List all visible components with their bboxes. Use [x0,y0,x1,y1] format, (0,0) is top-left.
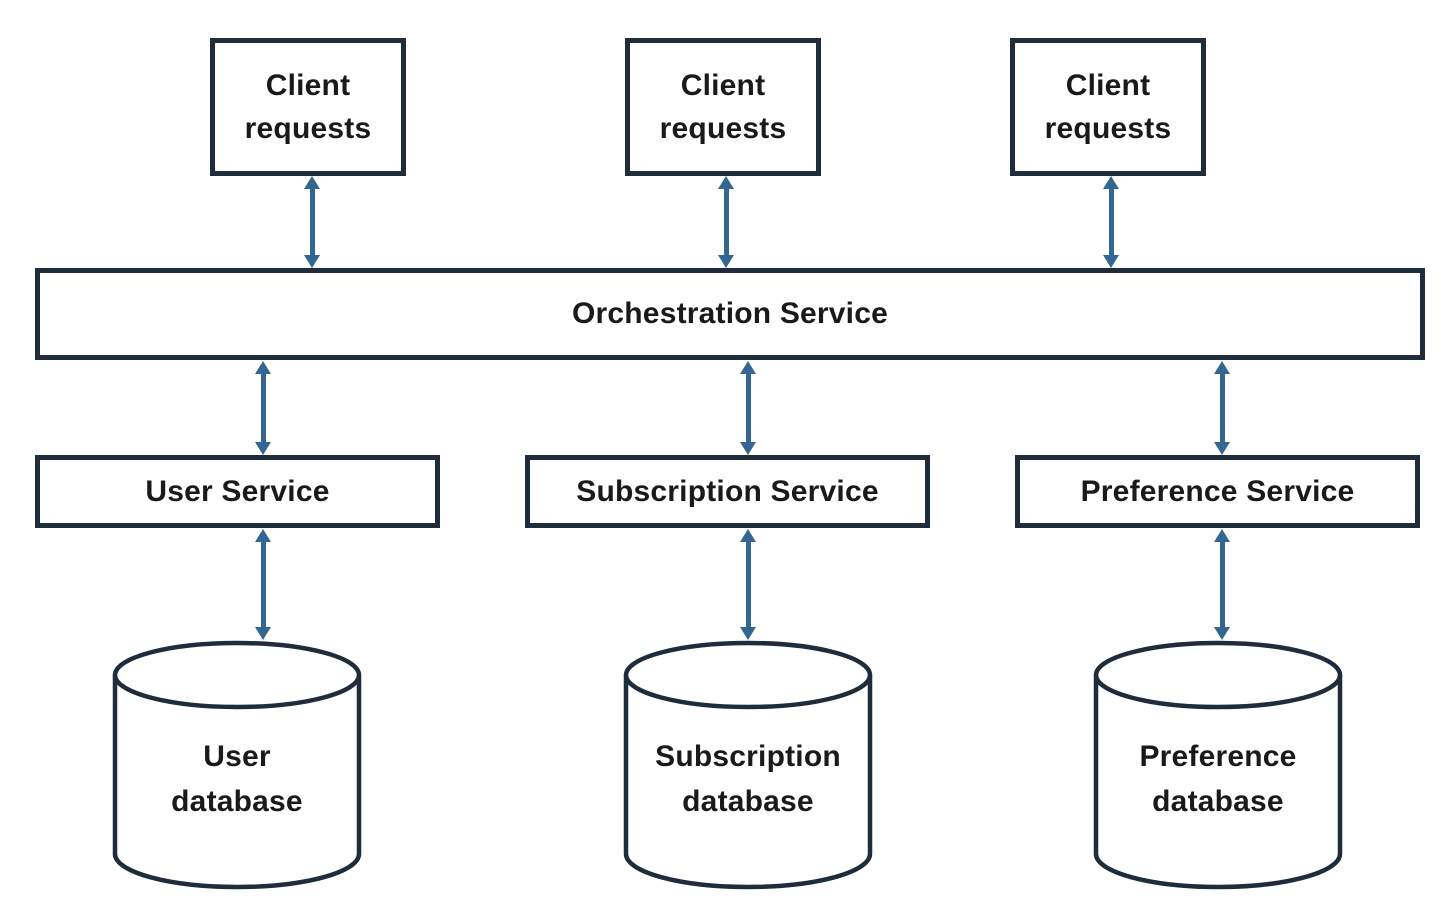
client-requests-label-1: Client requests [244,68,372,146]
subscription-service-label: Subscription Service [576,474,879,508]
arrow-client2-orchestration [718,176,734,268]
orchestration-service-label: Orchestration Service [571,297,888,331]
arrow-head-down-icon [740,627,756,640]
arrow-head-up-icon [718,176,734,189]
client-requests-box-1: Client requests [210,38,406,176]
arrow-head-down-icon [1214,442,1230,455]
arrow-shaft [723,186,729,258]
arrow-head-down-icon [255,627,271,640]
user-database-label: User database [171,740,303,818]
arrow-head-down-icon [718,255,734,268]
arrow-head-down-icon [1103,255,1119,268]
arrow-shaft [260,539,266,630]
preference-service-label: Preference Service [1080,474,1355,508]
arrow-orchestration-preference-service [1214,361,1230,455]
database-cylinder-icon [1093,640,1343,890]
arrow-orchestration-user-service [255,361,271,455]
arrow-head-up-icon [1214,529,1230,542]
arrow-shaft [1108,186,1114,258]
arrow-orchestration-subscription-service [740,361,756,455]
user-database-cylinder: User database [112,640,362,890]
arrow-head-up-icon [1103,176,1119,189]
client-requests-box-2: Client requests [625,38,821,176]
orchestration-service-box: Orchestration Service [35,268,1425,360]
arrow-head-up-icon [740,361,756,374]
arrow-user-service-user-database [255,529,271,640]
user-service-box: User Service [35,455,440,528]
arrow-client1-orchestration [304,176,320,268]
preference-database-cylinder: Preference database [1093,640,1343,890]
arrow-shaft [745,539,751,630]
arrow-head-down-icon [1214,627,1230,640]
arrow-shaft [745,371,751,445]
arrow-head-up-icon [255,361,271,374]
arrow-head-down-icon [255,442,271,455]
arrow-shaft [1219,539,1225,630]
arrow-head-down-icon [740,442,756,455]
client-requests-label-3: Client requests [1044,68,1172,146]
subscription-database-cylinder: Subscription database [623,640,873,890]
user-service-label: User Service [145,474,330,508]
arrow-client3-orchestration [1103,176,1119,268]
arrow-shaft [1219,371,1225,445]
client-requests-box-3: Client requests [1010,38,1206,176]
arrow-shaft [260,371,266,445]
subscription-database-label: Subscription database [655,740,841,818]
arrow-head-down-icon [304,255,320,268]
preference-service-box: Preference Service [1015,455,1420,528]
arrow-head-up-icon [255,529,271,542]
arrow-head-up-icon [304,176,320,189]
arrow-head-up-icon [740,529,756,542]
arrow-subscription-service-subscription-database [740,529,756,640]
arrow-preference-service-preference-database [1214,529,1230,640]
preference-database-label: Preference database [1139,740,1297,818]
arrow-shaft [309,186,315,258]
arrow-head-up-icon [1214,361,1230,374]
database-cylinder-icon [623,640,873,890]
subscription-service-box: Subscription Service [525,455,930,528]
database-cylinder-icon [112,640,362,890]
client-requests-label-2: Client requests [659,68,787,146]
